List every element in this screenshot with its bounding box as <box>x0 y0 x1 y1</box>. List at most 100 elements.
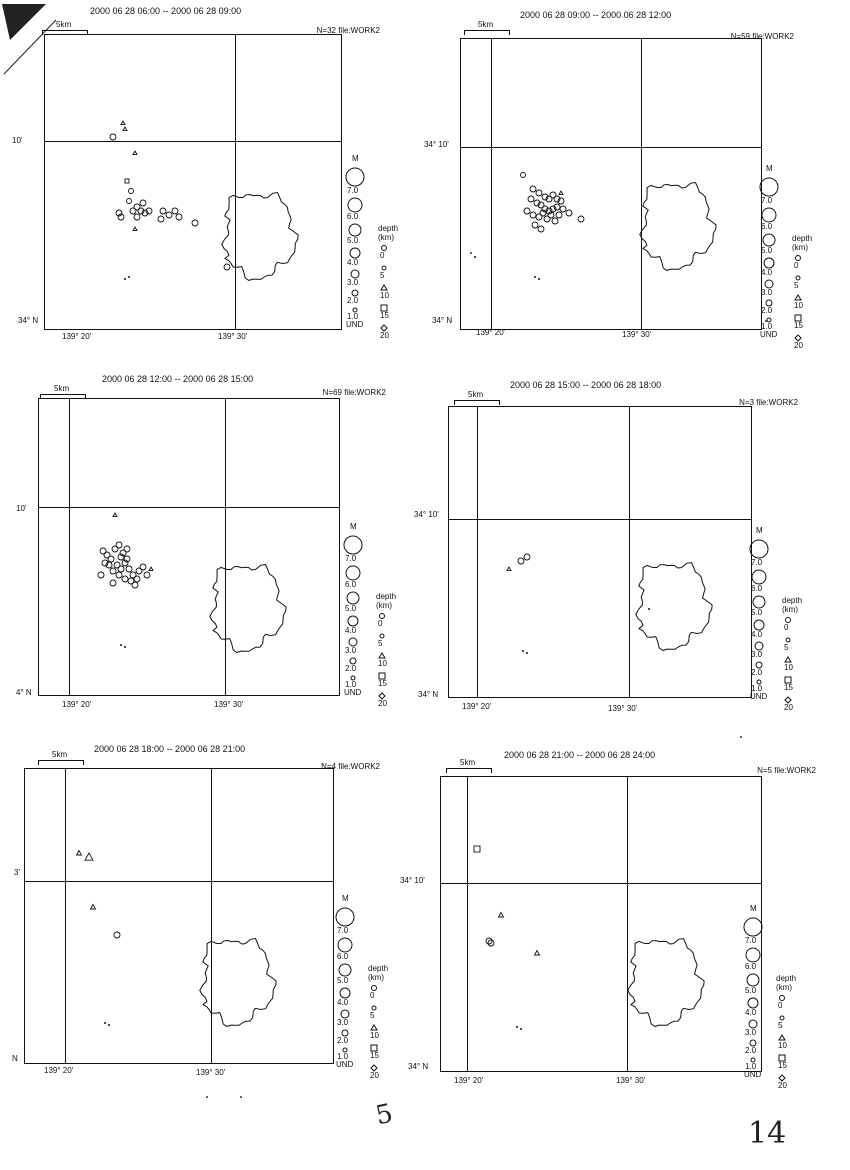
legend-magnitude-symbol <box>345 167 365 187</box>
legend-magnitude-symbol <box>350 269 360 279</box>
legend-magnitude-label: 2.0 <box>345 664 357 673</box>
event-marker <box>545 207 553 215</box>
legend-depth-label: 10 <box>784 663 793 672</box>
map-frame <box>460 38 762 330</box>
event-marker <box>543 215 551 223</box>
legend-undetermined-label: UND <box>750 692 768 701</box>
legend-depth-unit: (km) <box>776 983 792 992</box>
scale-bar <box>42 30 88 35</box>
legend-depth-symbol <box>779 995 785 1001</box>
legend-magnitude-label: 1.0 <box>751 684 763 693</box>
legend-magnitude-header: M <box>756 526 763 535</box>
legend-magnitude-label: 4.0 <box>337 998 349 1007</box>
event-marker <box>553 203 561 211</box>
dot-marker <box>474 256 476 258</box>
legend-symbols <box>749 539 792 704</box>
dot-marker <box>124 646 126 648</box>
event-count: N=5 file:WORK2 <box>757 766 816 775</box>
legend-depth-symbol <box>795 255 801 261</box>
dot-marker <box>520 1028 522 1030</box>
legend-depth-symbol <box>378 652 386 659</box>
legend-undetermined-label: UND <box>744 1070 762 1079</box>
legend-magnitude-label: 6.0 <box>761 222 773 231</box>
lon-left-label: 139° 20' <box>462 702 492 711</box>
event-marker <box>165 211 173 219</box>
legend-depth-symbol <box>379 613 385 619</box>
legend-magnitude-symbol <box>761 207 777 223</box>
event-count: N=69 file:WORK2 <box>322 388 386 397</box>
lon-right-label: 139° 30' <box>196 1068 226 1077</box>
dot-marker <box>538 278 540 280</box>
legend-depth-header: depth <box>792 234 813 243</box>
legend-magnitude-label: 4.0 <box>761 268 773 277</box>
legend-symbols <box>743 917 786 1082</box>
event-marker <box>101 559 109 567</box>
legend-magnitude-label: 4.0 <box>751 630 763 639</box>
lat-top-label: 34° 10' <box>414 510 439 519</box>
legend-magnitude-label: 2.0 <box>745 1046 757 1055</box>
dot-marker <box>534 276 536 278</box>
panel-title: 2000 06 28 18:00 -- 2000 06 28 21:00 <box>94 744 246 754</box>
legend-depth-label: 20 <box>380 331 389 340</box>
legend-depth-label: 20 <box>794 341 803 350</box>
event-marker <box>159 207 167 215</box>
legend-magnitude-symbol <box>350 675 356 681</box>
event-marker <box>487 939 495 947</box>
event-marker <box>129 207 137 215</box>
legend-magnitude-label: 1.0 <box>745 1062 757 1071</box>
map-plot <box>474 172 717 280</box>
event-marker <box>171 207 179 215</box>
lat-bottom-label: 34° N <box>408 1062 429 1071</box>
legend-magnitude-label: 7.0 <box>345 554 357 563</box>
lat-top-label: 3' <box>14 868 20 877</box>
scale-label: 5km <box>52 750 68 759</box>
legend-magnitude-label: 2.0 <box>751 668 763 677</box>
legend-depth-symbol <box>785 617 791 623</box>
event-count: N=3 file:WORK2 <box>739 398 798 407</box>
legend-depth-symbol <box>794 294 802 301</box>
event-marker <box>223 263 231 271</box>
legend-magnitude-symbol <box>335 907 355 927</box>
legend-magnitude-label: 2.0 <box>337 1036 349 1045</box>
event-marker <box>132 150 138 156</box>
dot-marker <box>648 608 650 610</box>
legend-magnitude-label: 7.0 <box>761 196 773 205</box>
legend-depth-symbol <box>380 304 388 312</box>
legend-magnitude-label: 3.0 <box>751 650 763 659</box>
event-marker <box>120 120 126 126</box>
panel-title: 2000 06 28 12:00 -- 2000 06 28 15:00 <box>102 374 254 384</box>
event-marker <box>537 225 545 233</box>
event-marker <box>111 545 119 553</box>
legend-depth-label: 10 <box>370 1031 379 1040</box>
event-marker <box>123 545 131 553</box>
legend-magnitude-symbol <box>752 595 766 609</box>
lon-left-label: 139° 20' <box>454 1076 484 1085</box>
event-marker <box>113 561 121 569</box>
legend-depth-symbol <box>795 275 801 281</box>
legend-depth-symbol <box>381 265 387 271</box>
event-marker <box>126 198 132 204</box>
island-outline <box>209 563 287 653</box>
legend-depth-label: 10 <box>380 291 389 300</box>
scale-label: 5km <box>54 384 70 393</box>
map-frame <box>448 406 752 698</box>
event-marker <box>133 575 141 583</box>
scale-bar <box>40 394 86 399</box>
lon-left-label: 139° 20' <box>62 332 92 341</box>
island-outline <box>199 937 277 1027</box>
event-marker <box>119 549 127 557</box>
legend-magnitude-label: 6.0 <box>745 962 757 971</box>
legend-magnitude-label: 5.0 <box>745 986 757 995</box>
event-marker <box>113 931 121 939</box>
event-marker <box>549 205 557 213</box>
event-marker <box>129 571 137 579</box>
event-marker <box>549 191 557 199</box>
event-marker <box>115 571 123 579</box>
event-marker <box>84 852 94 861</box>
legend-magnitude-symbol <box>351 289 359 297</box>
event-marker <box>145 207 153 215</box>
legend-magnitude-label: 3.0 <box>347 278 359 287</box>
event-marker <box>133 213 141 221</box>
legend-depth-symbol <box>370 1064 378 1072</box>
